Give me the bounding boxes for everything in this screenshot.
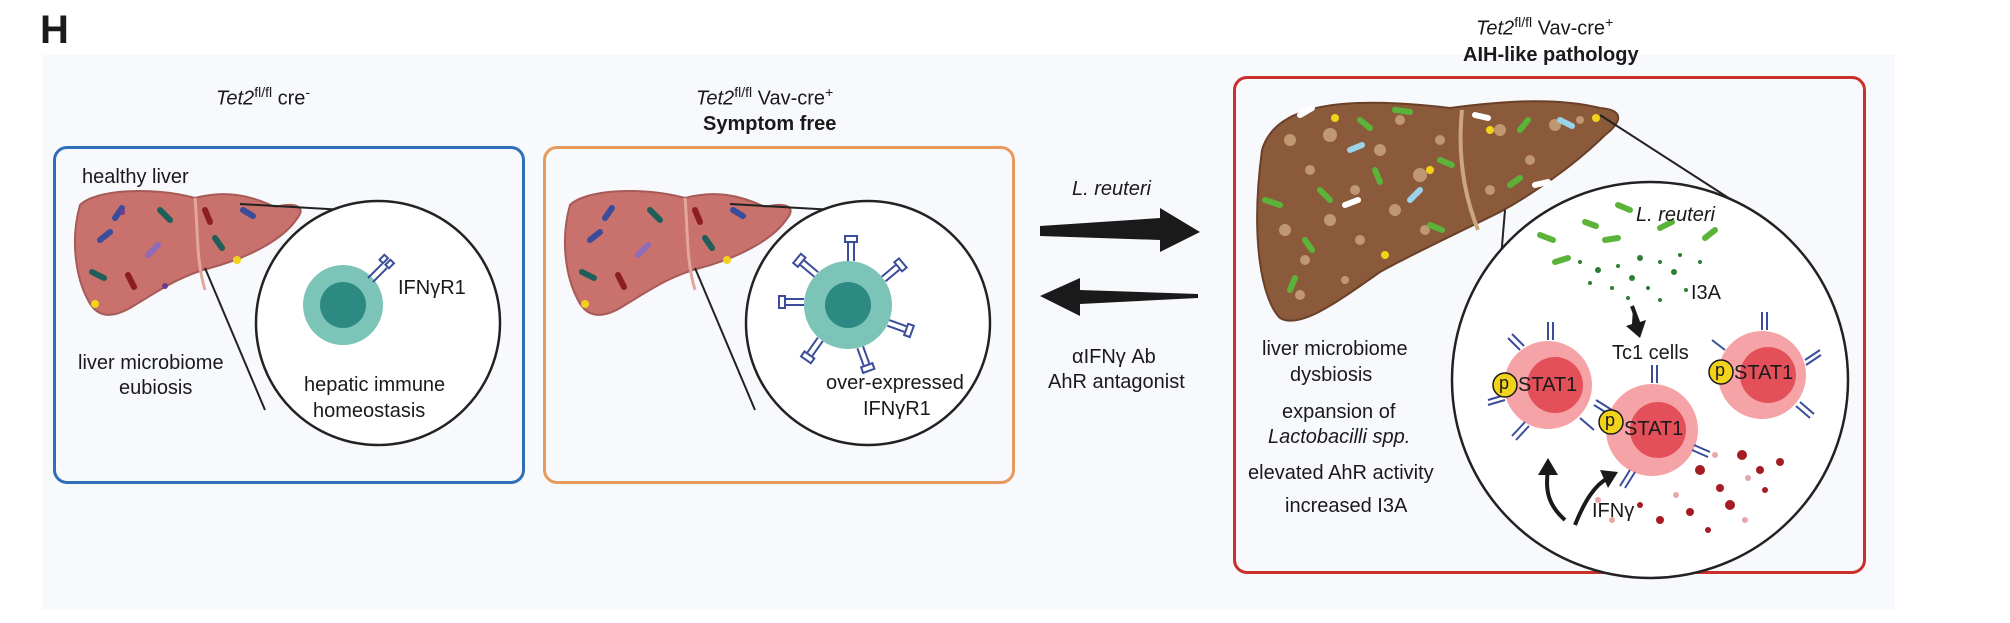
- i3a-label: I3A: [1691, 282, 1722, 304]
- panel-letter: H: [40, 8, 69, 52]
- diseased-liver-icon: [1256, 100, 1620, 322]
- immune-cell-overexpressed: [778, 235, 916, 375]
- stat1-label: STAT1: [1734, 362, 1794, 384]
- l-reuteri-bacteria: [1537, 202, 1718, 265]
- stat1-label: STAT1: [1518, 374, 1578, 396]
- symptom-free-genotype-header: Tet2fl/fl Vav-cre+: [696, 84, 834, 110]
- symptom-free-panel-box: [543, 146, 1015, 484]
- forward-arrow-label: L. reuteri: [1072, 178, 1151, 200]
- zoom-line: [694, 267, 756, 411]
- symptom-free-title: Symptom free: [703, 113, 837, 135]
- aih-title: AIH-like pathology: [1463, 44, 1639, 66]
- i3a-increase-label: increased I3A: [1285, 495, 1408, 517]
- expansion-label-2: Lactobacilli spp.: [1268, 426, 1411, 448]
- dysbiosis-label-1: liver microbiome: [1262, 338, 1408, 360]
- phospho-label: p: [1715, 360, 1726, 380]
- ifng-label: IFNγ: [1592, 500, 1635, 522]
- healthy-panel-box: [53, 146, 525, 484]
- tc1-cell: [1504, 341, 1592, 429]
- i3a-metabolites: [1578, 253, 1702, 302]
- tc1-cell: [1606, 384, 1698, 476]
- phospho-badge: [1492, 359, 1734, 435]
- aih-genotype-header: Tet2fl/fl Vav-cre+: [1476, 14, 1614, 40]
- ifng-dots-light: [1595, 452, 1751, 523]
- healthy-liver-icon: [74, 189, 302, 316]
- reverse-arrow-label-2: AhR antagonist: [1048, 371, 1185, 393]
- overexpressed-label-2: IFNγR1: [863, 398, 931, 420]
- forward-arrow: [1040, 208, 1200, 252]
- zoom-line: [204, 267, 266, 411]
- overexpressed-label-1: over-expressed: [826, 372, 964, 394]
- i3a-arrow: [1626, 308, 1646, 338]
- aih-panel-box: [1233, 76, 1866, 574]
- healthy-liver-label: healthy liver: [82, 166, 189, 188]
- tc1-label: Tc1 cells: [1612, 342, 1689, 364]
- phospho-label: p: [1605, 410, 1616, 430]
- wt-genotype-header: Tet2fl/fl cre-: [216, 84, 311, 110]
- ifng-dots: [1637, 450, 1784, 533]
- receptor-label: IFNγR1: [398, 277, 466, 299]
- zoom-line: [729, 203, 836, 211]
- symptom-free-liver-icon: [564, 189, 792, 316]
- zoom-line: [239, 203, 346, 211]
- tc1-cell: [1718, 331, 1806, 419]
- phospho-label: p: [1499, 373, 1510, 393]
- l-reuteri-label: L. reuteri: [1636, 204, 1715, 226]
- homeostasis-label-1: hepatic immune: [304, 374, 446, 396]
- eubiosis-label-2: eubiosis: [119, 377, 193, 399]
- ahr-label: elevated AhR activity: [1248, 462, 1434, 484]
- dysbiosis-label-2: dysbiosis: [1290, 364, 1373, 386]
- reverse-arrow-label-1: αIFNγ Ab: [1072, 346, 1156, 368]
- homeostasis-label-2: homeostasis: [313, 400, 426, 422]
- eubiosis-label-1: liver microbiome: [78, 352, 224, 374]
- stat1-label: STAT1: [1624, 418, 1684, 440]
- reverse-arrow: [1040, 278, 1198, 316]
- expansion-label-1: expansion of: [1282, 401, 1396, 423]
- immune-cell: [303, 253, 396, 345]
